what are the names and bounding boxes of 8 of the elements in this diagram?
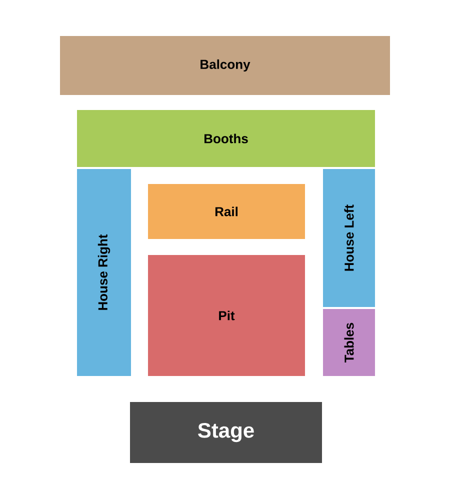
seating-section: Booths	[77, 110, 375, 167]
stage-block: Stage	[130, 402, 322, 463]
seating-section: Tables	[323, 309, 375, 376]
seating-section: Balcony	[60, 36, 390, 95]
seating-section: Rail	[148, 184, 305, 239]
seating-section: Pit	[148, 255, 305, 376]
seating-section: House Left	[323, 169, 375, 307]
seating-section: House Right	[77, 169, 131, 376]
